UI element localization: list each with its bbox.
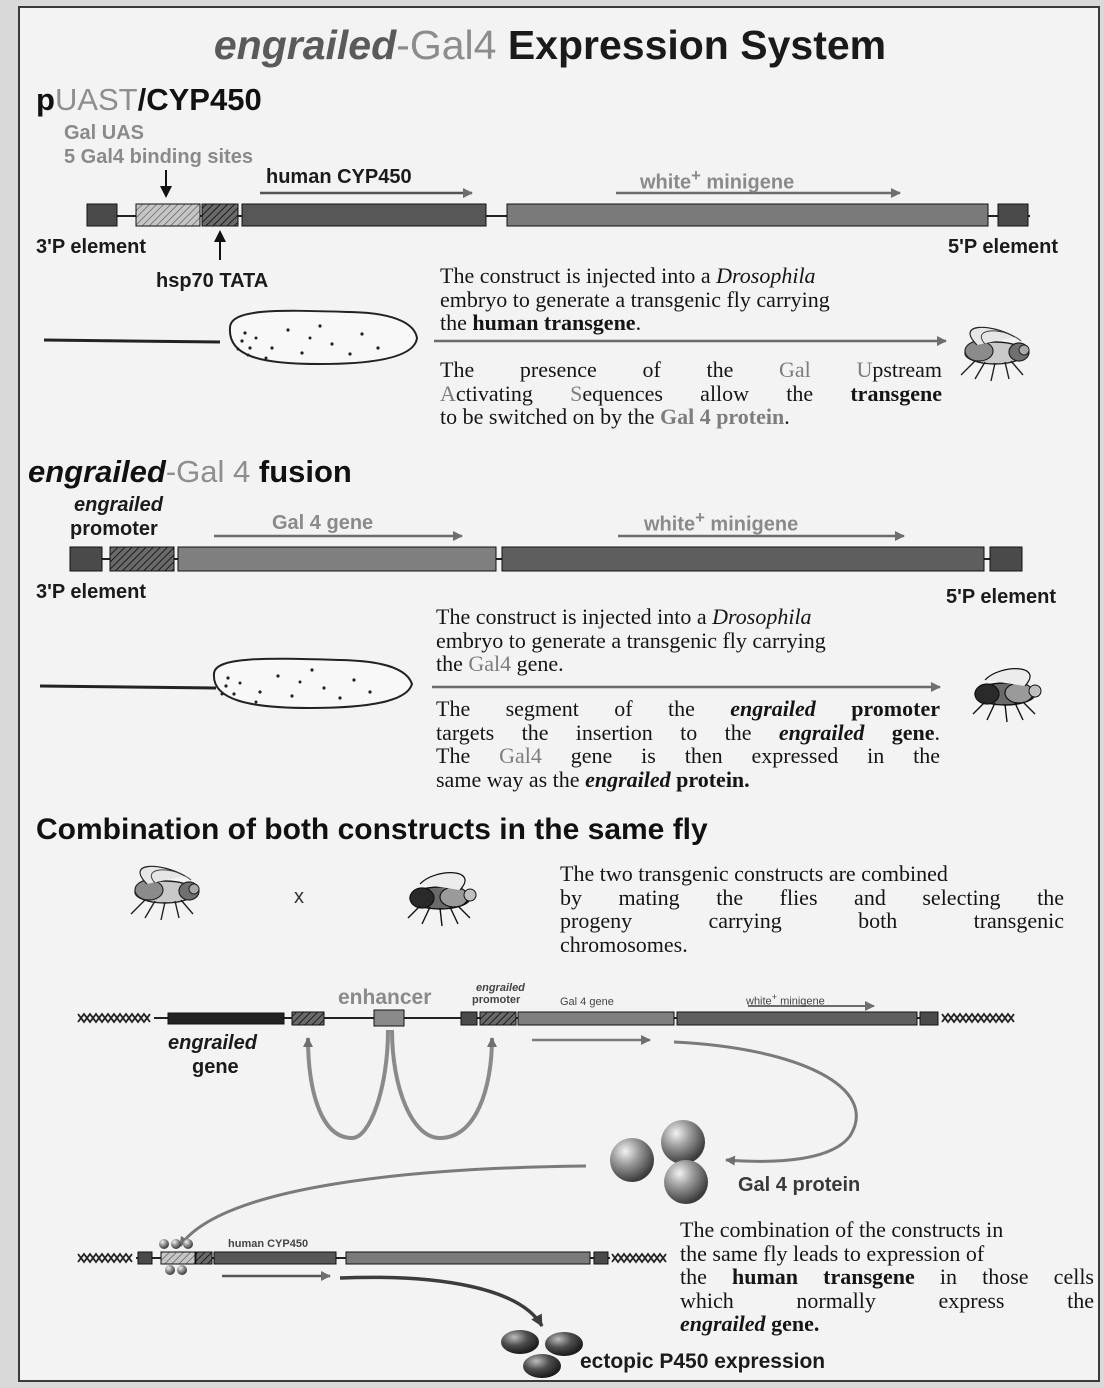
section3-paragraph-1: The two transgenic constructs are combin… bbox=[560, 862, 1064, 956]
en-promoter-transgene bbox=[480, 1012, 516, 1025]
section2-paragraph-2: The segment of the engrailed promoter ta… bbox=[436, 697, 940, 791]
ectopic-expression-label: ectopic P450 expression bbox=[580, 1350, 825, 1374]
chromosome-uas-cyp450 bbox=[78, 1239, 666, 1326]
section1-heading: pUAST/CYP450 bbox=[36, 82, 262, 118]
enhancer-label: enhancer bbox=[338, 986, 431, 1010]
hsp70-tata-label: hsp70 TATA bbox=[156, 270, 268, 293]
white-minigene-label: white+ minigene bbox=[640, 166, 794, 195]
gal4-gene-block bbox=[178, 547, 496, 571]
small-white-minigene-label: white+ minigene bbox=[746, 992, 825, 1008]
white-minigene-block bbox=[507, 204, 988, 226]
construct-en-gal4 bbox=[70, 536, 1022, 571]
section1-paragraph-2: The presence of the Gal Upstream Activat… bbox=[440, 358, 942, 429]
binding-sites-label: 5 Gal4 binding sites bbox=[64, 146, 253, 169]
engrailed-promoter-label-b: promoter bbox=[70, 518, 158, 541]
diagram-graphics bbox=[20, 8, 1100, 1382]
fly-parent-1 bbox=[131, 866, 199, 920]
construct-puast bbox=[87, 170, 1030, 260]
p3-element-label: 3'P element bbox=[36, 236, 146, 259]
engrailed-gene-label-a: engrailed bbox=[168, 1032, 257, 1055]
p450-protein-ellipses bbox=[501, 1330, 583, 1378]
cyp450-block bbox=[242, 204, 486, 226]
white-minigene-label-2: white+ minigene bbox=[644, 508, 798, 537]
small-engrailed-label: engrailed bbox=[476, 982, 525, 994]
heading-cyp450: /CYP450 bbox=[138, 82, 262, 117]
gal4-protein-label: Gal 4 protein bbox=[738, 1174, 860, 1197]
small-gal4-gene-label: Gal 4 gene bbox=[560, 996, 614, 1008]
small-human-cyp450-label: human CYP450 bbox=[228, 1238, 308, 1250]
small-promoter-label: promoter bbox=[472, 994, 520, 1006]
section2-paragraph-1: The construct is injected into a Drosoph… bbox=[436, 605, 936, 676]
fly-parent-2 bbox=[408, 873, 476, 926]
tata-block bbox=[202, 204, 238, 226]
p5-element-label-2: 5'P element bbox=[946, 586, 1056, 609]
engrailed-gene-label-b: gene bbox=[192, 1056, 239, 1079]
p5-block bbox=[998, 204, 1028, 226]
engrailed-promoter-label-a: engrailed bbox=[74, 494, 163, 517]
section3-heading: Combination of both constructs in the sa… bbox=[36, 813, 708, 847]
section2-heading: engrailed-Gal 4 fusion bbox=[28, 454, 352, 490]
human-cyp450-label: human CYP450 bbox=[266, 166, 412, 189]
figure-frame: engrailed-Gal4 Expression System bbox=[18, 6, 1100, 1382]
enhancer-block bbox=[374, 1010, 404, 1026]
section3-paragraph-2: The combination of the constructs in the… bbox=[680, 1218, 1094, 1336]
gal-uas-label: Gal UAS bbox=[64, 122, 144, 145]
p3-element-label-2: 3'P element bbox=[36, 581, 146, 604]
p5-block-2 bbox=[990, 547, 1022, 571]
cross-symbol: x bbox=[294, 886, 304, 909]
heading-p: p bbox=[36, 82, 55, 117]
white-minigene-block-2 bbox=[502, 547, 984, 571]
gal4-gene-small-block bbox=[518, 1012, 674, 1025]
chromosome-engrailed bbox=[78, 1006, 1014, 1161]
section1-paragraph-1: The construct is injected into a Drosoph… bbox=[440, 264, 940, 335]
engrailed-gene-block bbox=[168, 1013, 284, 1024]
gal4-gene-label: Gal 4 gene bbox=[272, 512, 373, 535]
gal-uas-block bbox=[136, 204, 200, 226]
heading-uast: UAST bbox=[55, 82, 138, 117]
p3-block-2 bbox=[70, 547, 102, 571]
p3-block bbox=[87, 204, 117, 226]
engrailed-promoter-block bbox=[110, 547, 174, 571]
fly-2 bbox=[973, 669, 1041, 722]
fly-1 bbox=[961, 327, 1029, 381]
p5-element-label: 5'P element bbox=[948, 236, 1058, 259]
en-promoter-native bbox=[292, 1012, 324, 1025]
white-minigene-small-block bbox=[677, 1012, 917, 1025]
gal4-protein-spheres bbox=[610, 1120, 708, 1204]
